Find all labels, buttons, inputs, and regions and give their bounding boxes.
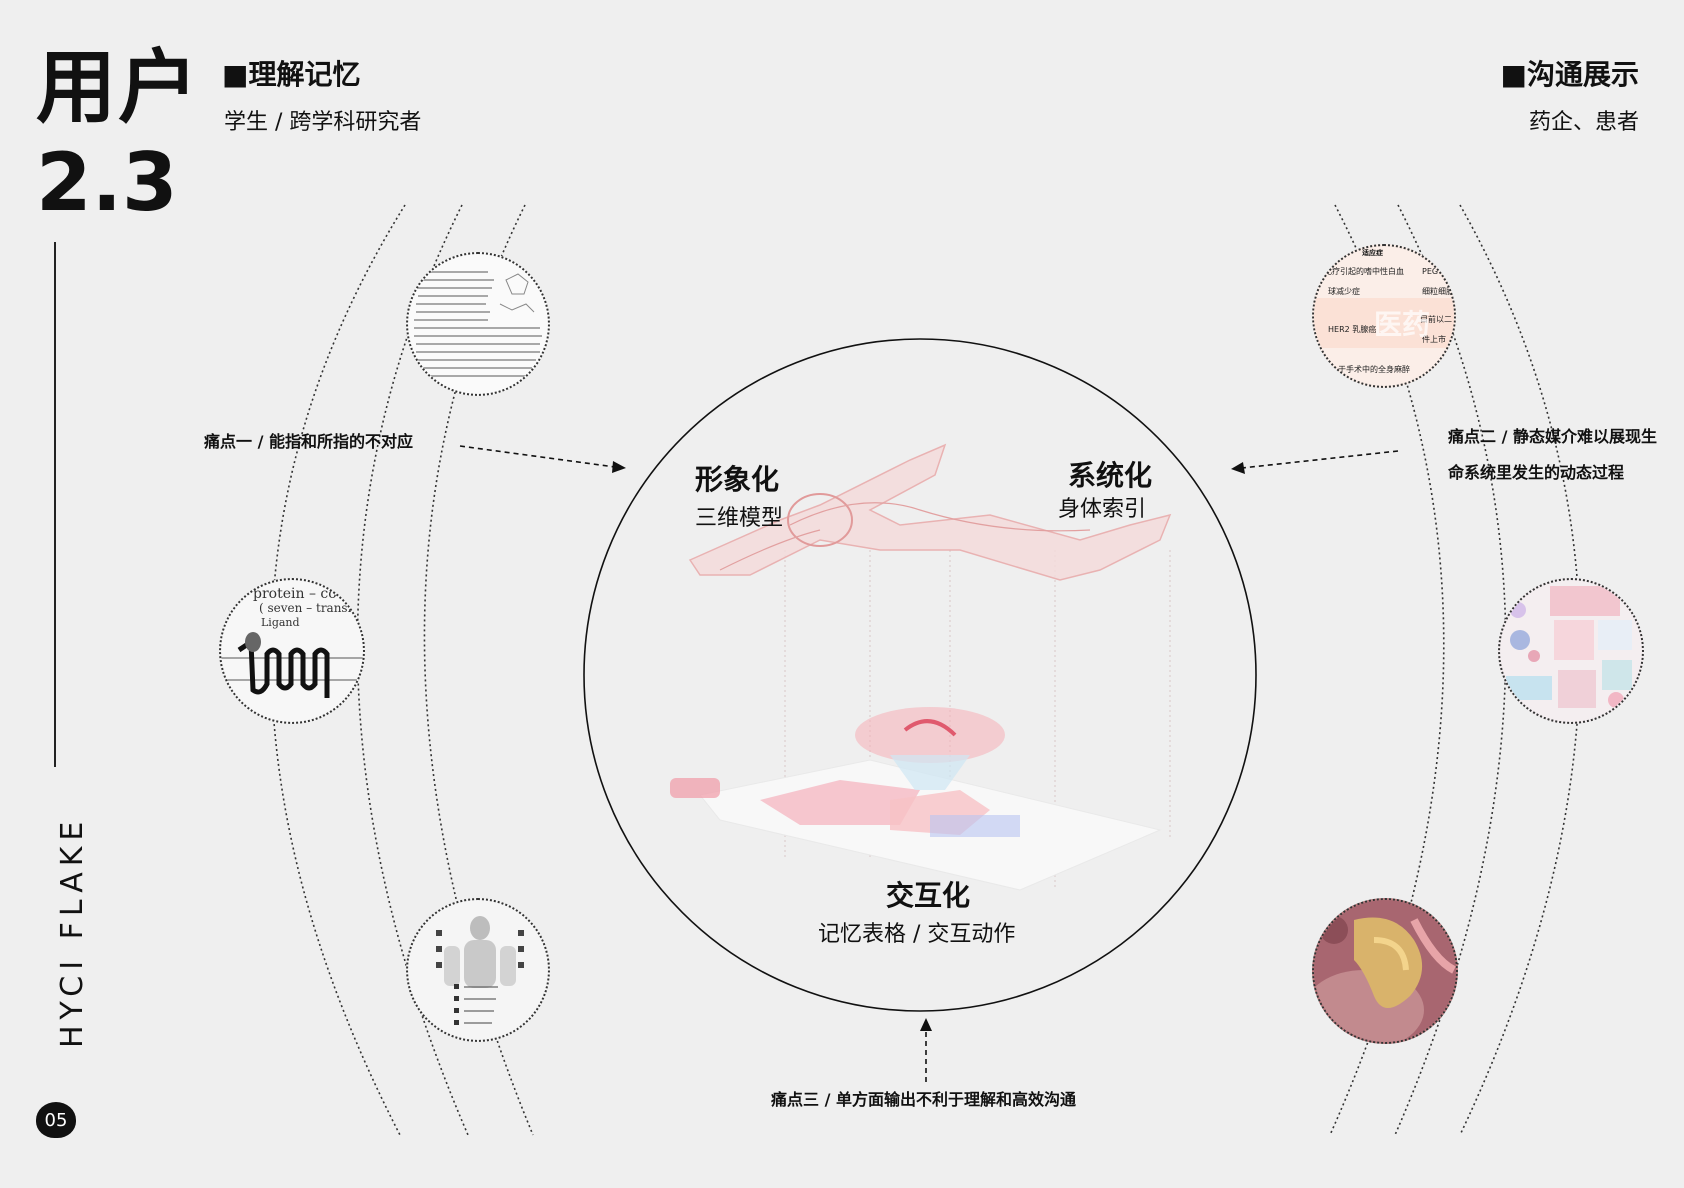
- drug-table-header: 适应症: [1362, 248, 1383, 257]
- drug-row-1: 化疗引起的嗜中性白血: [1324, 266, 1404, 276]
- page-badge: 05: [36, 1102, 76, 1138]
- body-silhouette: [688, 443, 1172, 581]
- drug-row-4b: 件上市: [1422, 334, 1446, 344]
- interactive-title: 交互化: [886, 879, 971, 912]
- drug-row-3: HER2 乳腺癌: [1328, 324, 1376, 334]
- protein-text-2: ( seven – transm: [259, 601, 360, 615]
- thumbnail-text-document: [406, 252, 550, 396]
- left-section-title: ■理解记忆: [222, 58, 361, 91]
- pain-point-two: 痛点二 / 静态媒介难以展现生 命系统里发生的动态过程: [1448, 419, 1678, 491]
- drug-watermark: 医药: [1374, 308, 1430, 341]
- protein-text-3: Ligand: [261, 616, 300, 629]
- pain-point-two-line1: 痛点二 / 静态媒介难以展现生: [1448, 427, 1657, 446]
- drug-row-3b: 目前以二: [1420, 314, 1452, 324]
- section-number: 2.3: [36, 136, 178, 229]
- center-circle: [583, 338, 1257, 1012]
- page-title: 用户: [36, 41, 200, 134]
- thumbnail-pharma-infographic: [1498, 578, 1644, 724]
- right-section-title: ■沟通展示: [1500, 58, 1639, 91]
- vertical-divider: [54, 242, 56, 767]
- left-section-subtitle: 学生 / 跨学科研究者: [224, 110, 422, 135]
- systematic-subtitle: 身体索引: [1058, 497, 1147, 522]
- thumbnail-anatomy-app: [406, 898, 550, 1042]
- drug-row-1b: PEG G: [1422, 267, 1447, 276]
- visual-title: 形象化: [695, 463, 780, 496]
- pain-point-one: 痛点一 / 能指和所指的不对应: [204, 432, 413, 451]
- thumbnail-3d-render: [1312, 898, 1458, 1044]
- protein-text-1: protein – co: [253, 586, 337, 602]
- drug-row-2: 球减少症: [1328, 286, 1360, 296]
- drug-row-5: 于手术中的全身麻醉: [1338, 364, 1410, 374]
- drug-row-2b: 细粒细胞: [1422, 286, 1454, 296]
- thumbnail-protein-sketch: protein – co ( seven – transm Ligand: [219, 578, 365, 724]
- visual-subtitle: 三维模型: [695, 506, 784, 531]
- body-illustration: [670, 443, 1172, 891]
- brand-name: HYCI FLAKE: [55, 815, 90, 1048]
- right-section-subtitle: 药企、患者: [1528, 110, 1639, 135]
- interactive-subtitle: 记忆表格 / 交互动作: [818, 922, 1016, 947]
- pain-point-two-line2: 命系统里发生的动态过程: [1448, 463, 1625, 482]
- pain-point-three: 痛点三 / 单方面输出不利于理解和高效沟通: [771, 1090, 1076, 1109]
- systematic-title: 系统化: [1068, 459, 1153, 492]
- thumbnail-drug-table: 适应症 化疗引起的嗜中性白血 PEG G 球减少症 细粒细胞 HER2 乳腺癌 …: [1312, 244, 1456, 388]
